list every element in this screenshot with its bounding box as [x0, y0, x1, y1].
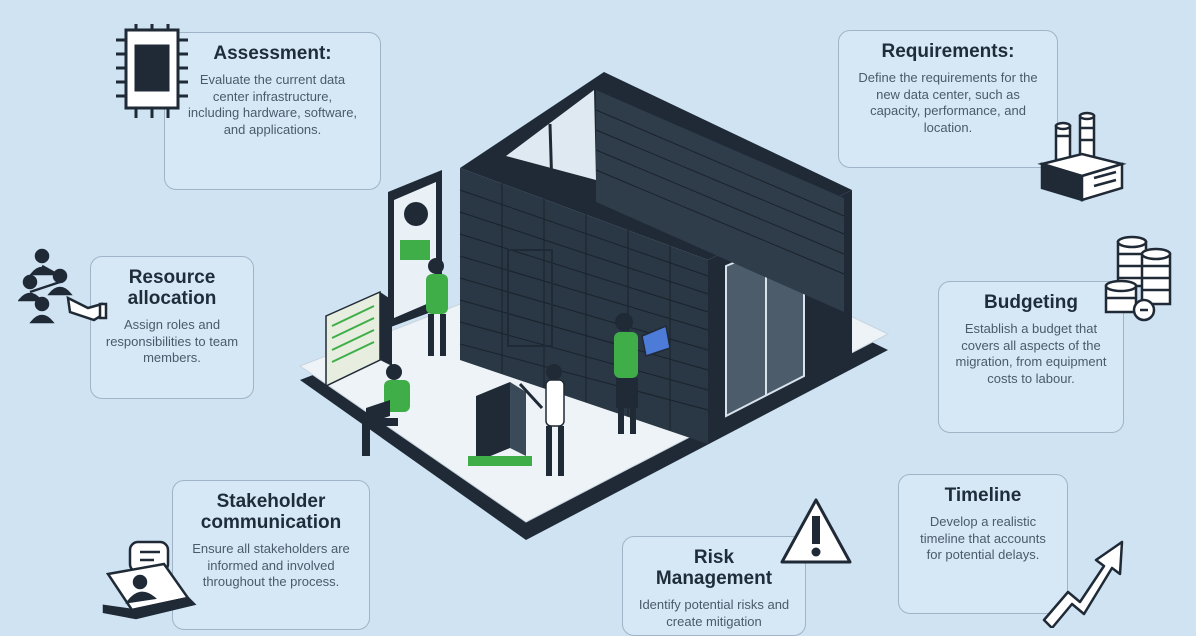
- chip-icon: [110, 22, 192, 122]
- budgeting-text: Establish a budget that covers all aspec…: [955, 321, 1107, 386]
- requirements-card: Requirements: Define the requirements fo…: [838, 30, 1058, 168]
- requirements-title: Requirements:: [881, 41, 1015, 62]
- factory-icon: [1036, 106, 1128, 206]
- risk-management-card: Risk Management Identify potential risks…: [622, 536, 806, 636]
- timeline-text: Develop a realistic timeline that accoun…: [920, 514, 1046, 562]
- coins-stack-icon: [1104, 234, 1176, 326]
- people-network-icon: [18, 246, 108, 328]
- warning-icon: [778, 496, 854, 568]
- timeline-title: Timeline: [944, 485, 1022, 506]
- assessment-title: Assessment:: [213, 43, 332, 64]
- resource-allocation-card: Resource allocation Assign roles and res…: [90, 256, 254, 399]
- budgeting-title: Budgeting: [984, 292, 1078, 313]
- stakeholder-text: Ensure all stakeholders are informed and…: [192, 541, 350, 589]
- risk-management-text: Identify potential risks and create miti…: [638, 597, 790, 629]
- stakeholder-title: Stakeholder communication: [200, 491, 342, 533]
- video-call-icon: [102, 538, 198, 628]
- budgeting-card: Budgeting Establish a budget that covers…: [938, 281, 1124, 433]
- stakeholder-card: Stakeholder communication Ensure all sta…: [172, 480, 370, 630]
- requirements-text: Define the requirements for the new data…: [858, 70, 1038, 135]
- risk-management-title: Risk Management: [655, 547, 773, 589]
- resource-allocation-text: Assign roles and responsibilities to tea…: [105, 317, 239, 365]
- timeline-card: Timeline Develop a realistic timeline th…: [898, 474, 1068, 614]
- assessment-text: Evaluate the current data center infrast…: [187, 72, 358, 137]
- resource-allocation-title: Resource allocation: [127, 267, 217, 309]
- data-center-illustration: [296, 60, 896, 550]
- assessment-card: Assessment: Evaluate the current data ce…: [164, 32, 381, 190]
- growth-arrow-icon: [1040, 538, 1126, 628]
